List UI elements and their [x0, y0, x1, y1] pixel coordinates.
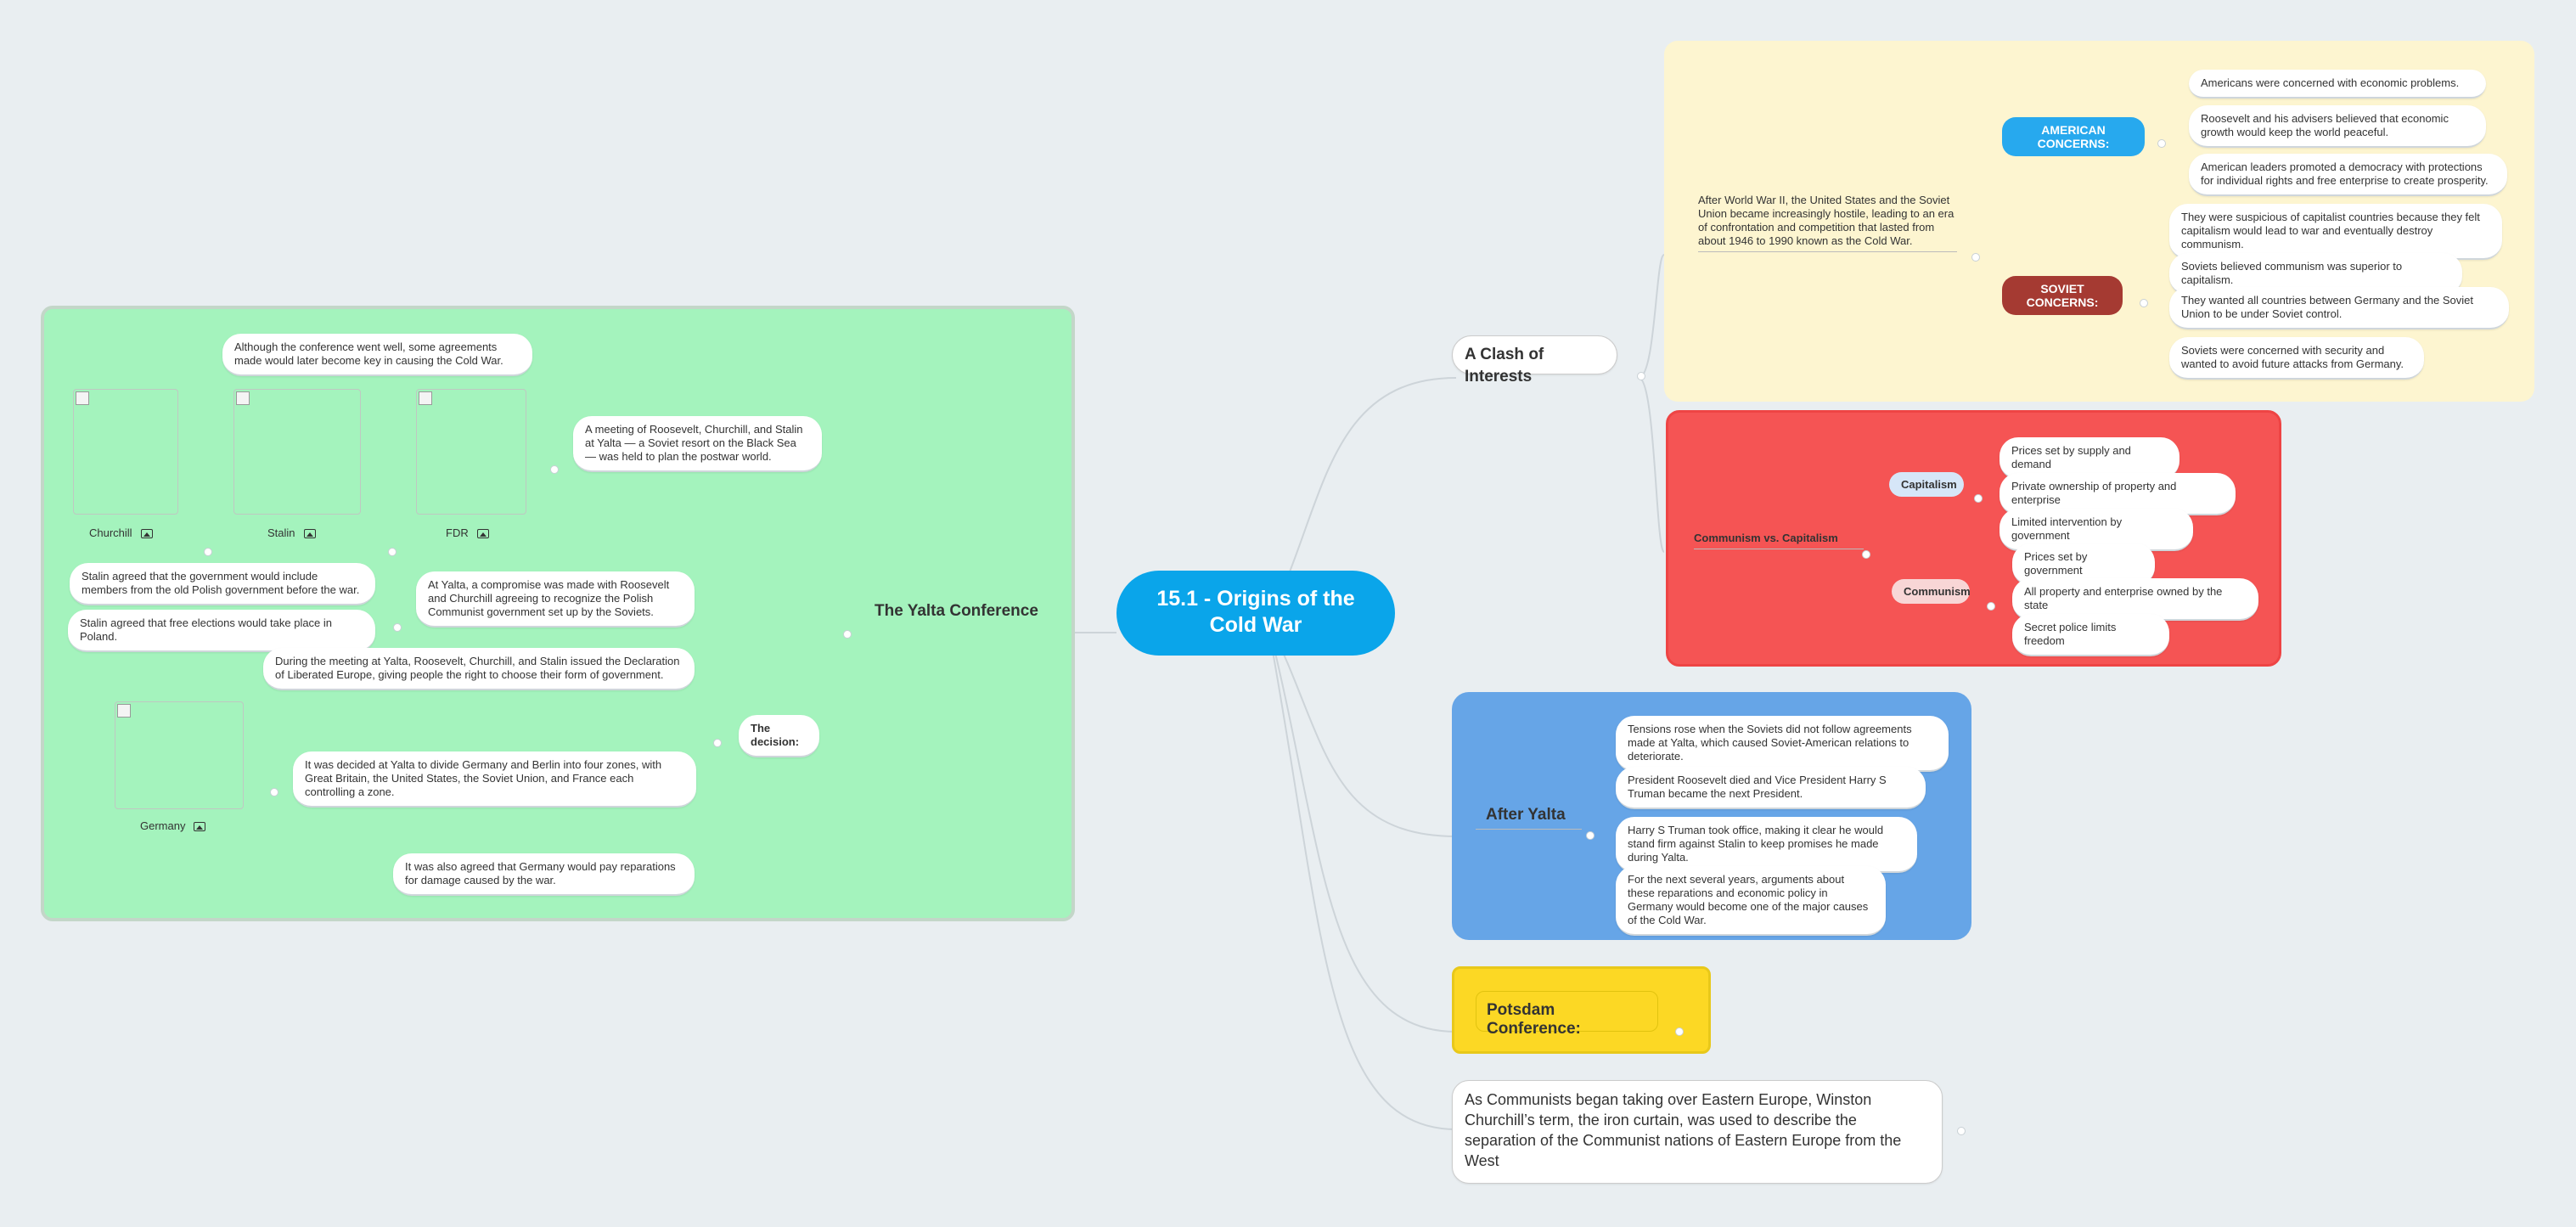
central-title: 15.1 - Origins of the Cold War: [1156, 587, 1355, 637]
stalin-image[interactable]: [233, 389, 361, 515]
image-icon[interactable]: [476, 529, 489, 539]
after-yalta-item-2[interactable]: President Roosevelt died and Vice Presid…: [1616, 767, 1926, 809]
soviet-concern-1[interactable]: They were suspicious of capitalist count…: [2169, 204, 2502, 260]
capitalism-item-1[interactable]: Prices set by supply and demand: [1999, 437, 2179, 480]
collapse-dot[interactable]: [2157, 139, 2166, 148]
after-yalta-item-1[interactable]: Tensions rose when the Soviets did not f…: [1616, 716, 1949, 772]
caption-text: FDR: [446, 526, 469, 539]
collapse-dot[interactable]: [550, 465, 559, 474]
collapse-dot[interactable]: [713, 739, 722, 747]
american-concern-1[interactable]: Americans were concerned with economic p…: [2189, 70, 2486, 98]
churchill-image[interactable]: [73, 389, 178, 515]
potsdam-conference-node[interactable]: Potsdam Conference:: [1476, 991, 1658, 1038]
collapse-dot[interactable]: [843, 630, 852, 639]
potsdam-group-background: [1452, 966, 1711, 1054]
germany-caption: Germany: [140, 819, 206, 832]
broken-image-icon: [76, 391, 89, 405]
clash-intro-text[interactable]: After World War II, the United States an…: [1698, 194, 1957, 252]
image-icon[interactable]: [303, 529, 316, 539]
collapse-dot[interactable]: [1957, 1127, 1966, 1135]
compromise-node[interactable]: At Yalta, a compromise was made with Roo…: [416, 571, 695, 628]
potsdam-title: Potsdam Conference:: [1487, 1001, 1581, 1038]
collapse-dot[interactable]: [1675, 1027, 1684, 1036]
poland-government-node[interactable]: Stalin agreed that the government would …: [70, 563, 375, 605]
collapse-dot[interactable]: [393, 623, 402, 632]
collapse-dot[interactable]: [204, 548, 212, 556]
soviet-concerns-label[interactable]: SOVIET CONCERNS:: [2002, 276, 2123, 315]
american-concern-3[interactable]: American leaders promoted a democracy wi…: [2189, 154, 2507, 196]
american-concerns-label[interactable]: AMERICAN CONCERNS:: [2002, 117, 2145, 156]
caption-text: Churchill: [89, 526, 132, 539]
collapse-dot[interactable]: [1862, 550, 1870, 559]
collapse-dot[interactable]: [1974, 494, 1983, 503]
capitalism-label[interactable]: Capitalism: [1889, 472, 1964, 497]
after-yalta-item-4[interactable]: For the next several years, arguments ab…: [1616, 866, 1886, 936]
american-concern-2[interactable]: Roosevelt and his advisers believed that…: [2189, 105, 2486, 148]
communism-label[interactable]: Communism: [1892, 579, 1971, 604]
poland-elections-node[interactable]: Stalin agreed that free elections would …: [68, 610, 375, 652]
collapse-dot[interactable]: [1586, 831, 1595, 840]
stalin-caption: Stalin: [267, 526, 316, 539]
yalta-conference-node[interactable]: The Yalta Conference: [875, 602, 1038, 620]
collapse-dot[interactable]: [1987, 602, 1995, 611]
collapse-dot[interactable]: [1971, 253, 1980, 262]
yalta-top-note[interactable]: Although the conference went well, some …: [222, 334, 532, 376]
fdr-image[interactable]: [416, 389, 526, 515]
collapse-dot[interactable]: [2140, 299, 2148, 307]
broken-image-icon: [419, 391, 432, 405]
broken-image-icon: [117, 704, 131, 718]
iron-curtain-node[interactable]: As Communists began taking over Eastern …: [1452, 1080, 1943, 1184]
caption-text: Germany: [140, 819, 186, 832]
decision-label-node[interactable]: The decision:: [739, 715, 819, 757]
broken-image-icon: [236, 391, 250, 405]
after-yalta-node[interactable]: After Yalta: [1476, 805, 1582, 830]
communism-item-3[interactable]: Secret police limits freedom: [2012, 614, 2169, 656]
collapse-dot[interactable]: [1637, 372, 1645, 380]
collapse-dot[interactable]: [270, 788, 278, 796]
caption-text: Stalin: [267, 526, 295, 539]
yalta-meeting-node[interactable]: A meeting of Roosevelt, Churchill, and S…: [573, 416, 822, 472]
germany-image[interactable]: [115, 701, 244, 809]
collapse-dot[interactable]: [388, 548, 397, 556]
clash-of-interests-node[interactable]: A Clash of Interests: [1452, 335, 1617, 386]
fdr-caption: FDR: [446, 526, 489, 539]
reparations-node[interactable]: It was also agreed that Germany would pa…: [393, 853, 695, 896]
image-icon[interactable]: [140, 529, 153, 539]
churchill-caption: Churchill: [89, 526, 153, 539]
soviet-concern-3[interactable]: They wanted all countries between German…: [2169, 287, 2509, 329]
after-yalta-item-3[interactable]: Harry S Truman took office, making it cl…: [1616, 817, 1917, 873]
declaration-node[interactable]: During the meeting at Yalta, Roosevelt, …: [263, 648, 695, 690]
soviet-concern-4[interactable]: Soviets were concerned with security and…: [2169, 337, 2424, 380]
divide-germany-node[interactable]: It was decided at Yalta to divide German…: [293, 751, 696, 808]
communism-item-2[interactable]: All property and enterprise owned by the…: [2012, 578, 2258, 621]
communism-vs-capitalism-node[interactable]: Communism vs. Capitalism: [1694, 532, 1864, 549]
image-icon[interactable]: [194, 822, 206, 832]
central-topic[interactable]: 15.1 - Origins of the Cold War: [1116, 571, 1395, 656]
